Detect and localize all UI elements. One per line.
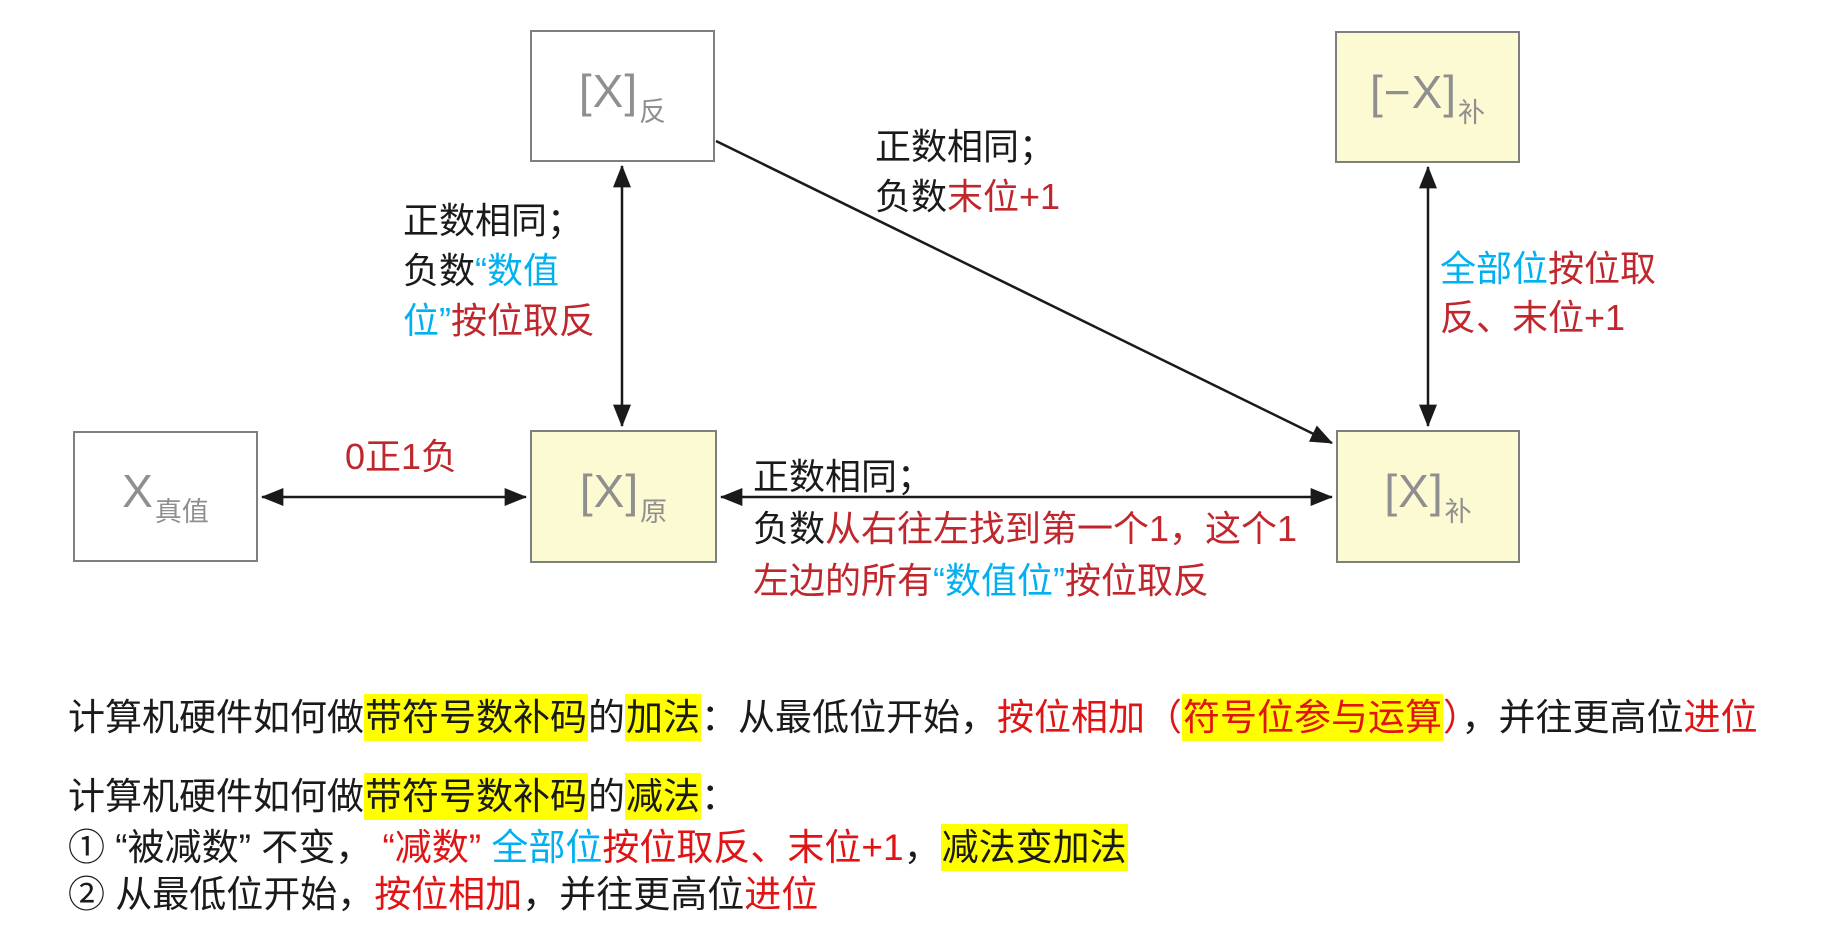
text-segment: 反、末位+1 bbox=[1440, 297, 1626, 338]
text-segment: “减数” bbox=[382, 827, 492, 868]
note-subtraction-step2: ② 从最低位开始，按位相加，并往更高位进位 bbox=[68, 871, 818, 919]
text-segment: ：从最低位开始， bbox=[701, 697, 997, 738]
text-segment: ： bbox=[701, 776, 738, 817]
note-subtraction-step1: ① “被减数” 不变， “减数” 全部位按位取反、末位+1，减法变加法 bbox=[68, 824, 1128, 872]
text-segment: 正数相同； bbox=[753, 456, 934, 497]
text-segment: 全部位 bbox=[491, 827, 603, 868]
text-segment: “数值位” bbox=[933, 560, 1065, 601]
text-segment: ，并往更高位 bbox=[1461, 697, 1684, 738]
label-negbu-from-bu-rule: 全部位按位取 反、末位+1 bbox=[1440, 244, 1656, 342]
text-segment: 计算机硬件如何做 bbox=[68, 776, 364, 817]
text-segment: 按位相加（ bbox=[997, 697, 1182, 738]
text-segment: 左边的所有 bbox=[753, 560, 934, 601]
text-segment: ② 从最低位开始， bbox=[68, 874, 375, 915]
label-bu-from-yuan-rule: 正数相同； 负数从右往左找到第一个1，这个1 左边的所有“数值位”按位取反 bbox=[753, 451, 1297, 607]
text-segment: 负数 bbox=[875, 176, 948, 217]
text-segment: 按位取 bbox=[1548, 248, 1657, 289]
text-segment: 的 bbox=[588, 776, 625, 817]
node-label: [X]补 bbox=[1384, 465, 1472, 527]
text-segment: 从右往左找到第一个1，这个1 bbox=[825, 508, 1298, 549]
arrow-fan-bu bbox=[715, 139, 1334, 445]
text-segment: ，并往更高位 bbox=[522, 874, 745, 915]
node-negated-twos-complement: [−X]补 bbox=[1335, 31, 1520, 163]
note-subtraction-title: 计算机硬件如何做带符号数补码的减法： bbox=[68, 773, 738, 821]
node-label: [−X]补 bbox=[1369, 65, 1486, 128]
node-label: [X]反 bbox=[578, 64, 667, 127]
node-label: [X]原 bbox=[579, 465, 668, 527]
text-segment: 的 bbox=[588, 697, 625, 738]
node-ones-complement: [X]反 bbox=[530, 30, 715, 162]
text-segment: 按位取反 bbox=[451, 300, 596, 341]
text-segment: 末位+1 bbox=[947, 176, 1061, 217]
text-segment: ） bbox=[1443, 697, 1462, 738]
text-segment: 减法 bbox=[625, 773, 701, 820]
text-segment: 计算机硬件如何做 bbox=[68, 697, 364, 738]
text-segment: 减法变加法 bbox=[940, 824, 1128, 871]
text-segment: 符号位参与运算 bbox=[1182, 694, 1443, 741]
node-label: X真值 bbox=[122, 465, 209, 527]
node-true-value: X真值 bbox=[73, 431, 258, 562]
text-segment: 加法 bbox=[625, 694, 701, 741]
text-segment: 全部位 bbox=[1440, 248, 1549, 289]
text-segment: 进位 bbox=[1683, 697, 1758, 738]
node-sign-magnitude: [X]原 bbox=[530, 430, 717, 563]
node-twos-complement: [X]补 bbox=[1336, 430, 1520, 563]
text-segment: 负数 bbox=[753, 508, 826, 549]
text-segment: 进位 bbox=[744, 874, 819, 915]
text-segment: 0正1负 bbox=[345, 436, 458, 477]
label-bu-from-fan-rule: 正数相同； 负数末位+1 bbox=[875, 122, 1060, 222]
text-segment: 按位取反 bbox=[1065, 560, 1210, 601]
text-segment: 位” bbox=[403, 300, 451, 341]
text-segment: 负数 bbox=[403, 250, 476, 291]
text-segment: 按位相加 bbox=[374, 874, 523, 915]
label-sign-bit-rule: 0正1负 bbox=[345, 432, 457, 482]
text-segment: ， bbox=[903, 827, 941, 868]
text-segment: 正数相同； bbox=[403, 200, 584, 241]
text-segment: 按位取反、末位+1 bbox=[602, 827, 904, 868]
note-addition-rule: 计算机硬件如何做带符号数补码的加法：从最低位开始，按位相加（符号位参与运算），并… bbox=[68, 694, 1758, 742]
text-segment: 带符号数补码 bbox=[364, 694, 588, 741]
text-segment: 正数相同； bbox=[875, 126, 1056, 167]
label-fan-from-yuan-rule: 正数相同； 负数“数值 位”按位取反 bbox=[403, 196, 595, 346]
text-segment: “数值 bbox=[475, 250, 560, 291]
text-segment: 带符号数补码 bbox=[364, 773, 588, 820]
text-segment: ① “被减数” 不变， bbox=[68, 827, 383, 868]
